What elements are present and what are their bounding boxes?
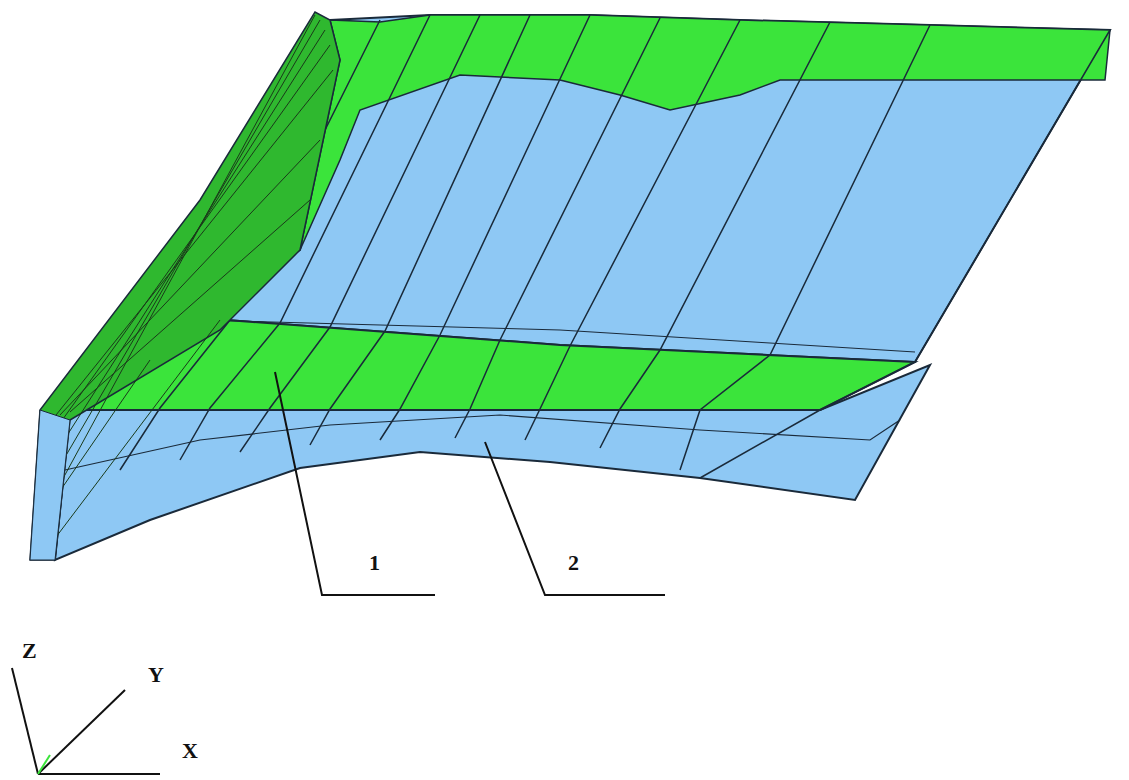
- axis-label: Z: [22, 640, 37, 662]
- axis-label: Y: [148, 664, 164, 686]
- axis-label: X: [182, 740, 198, 762]
- callout-number: 2: [568, 552, 579, 574]
- callout-number: 1: [369, 552, 380, 574]
- band-line: [200, 320, 915, 352]
- ridge-foot: [30, 410, 70, 560]
- axis-triad: [12, 668, 160, 774]
- leader-line: [275, 372, 435, 595]
- leader-line: [485, 442, 665, 595]
- upper-band: [300, 15, 1110, 250]
- ridge-lines: [35, 15, 333, 545]
- left-ridge: [30, 12, 340, 560]
